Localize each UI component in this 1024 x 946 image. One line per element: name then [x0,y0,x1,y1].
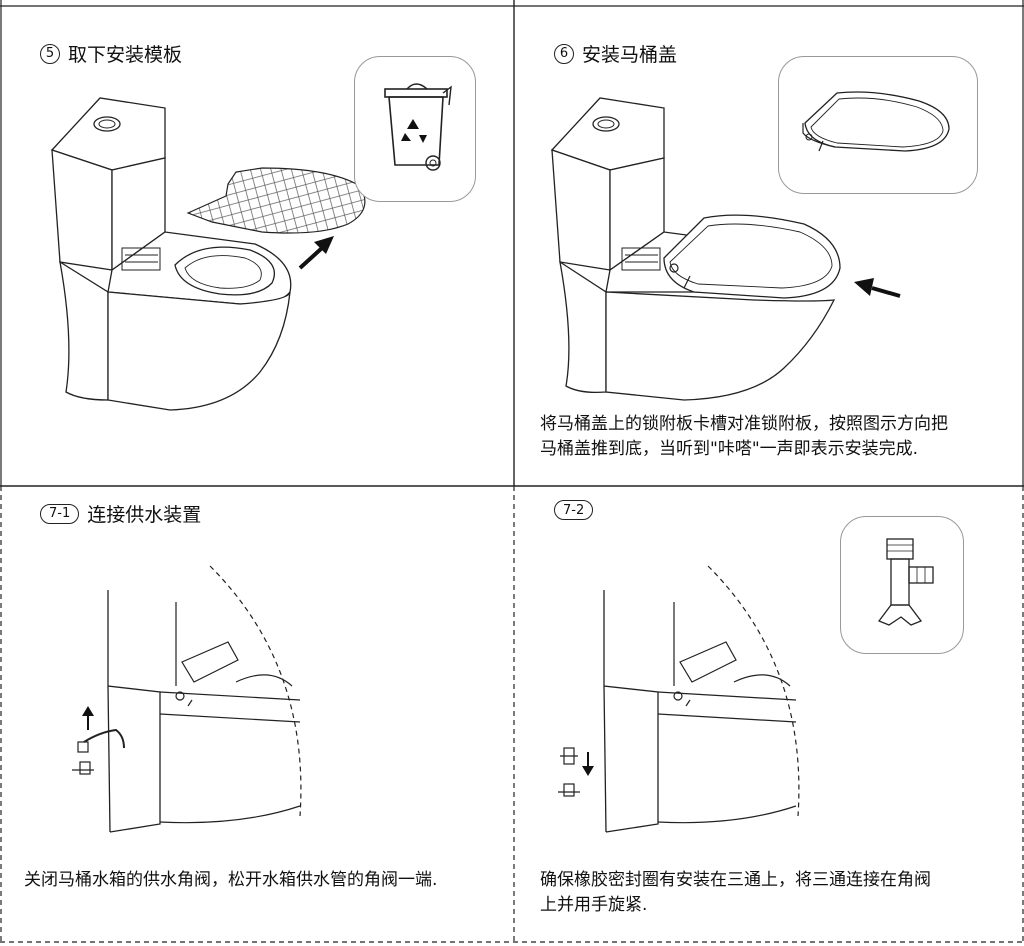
description-line: 将马桶盖上的锁附板卡槽对准锁附板，按照图示方向把 [540,414,948,434]
recycle-bin-icon [384,83,452,171]
description-line: 上并用手旋紧. [540,895,648,915]
arrow-icon [298,236,334,270]
water-supply-illustration [72,565,302,833]
step-number: 7-1 [40,503,80,524]
toilet-illustration [550,97,901,401]
step-7-1-description: 关闭马桶水箱的供水角阀，松开水箱供水管的角阀一端. [24,868,504,893]
seat-lid-inset [778,56,978,194]
step-7-2-heading: 7-2 [554,500,594,520]
arrow-icon [582,752,594,776]
step-5-heading: 5 取下安装模板 [40,40,182,67]
step-5-panel: 5 取下安装模板 [0,0,514,486]
step-title: 取下安装模板 [68,44,183,66]
arrow-icon [854,278,901,298]
step-6-heading: 6 安装马桶盖 [554,40,677,67]
toilet-illustration [50,97,366,411]
water-supply-illustration [558,565,800,833]
step-6-description: 将马桶盖上的锁附板卡槽对准锁附板，按照图示方向把 马桶盖推到底，当听到"咔嗒"一… [540,412,1010,462]
step-title: 安装马桶盖 [582,44,678,66]
step-number: 7-2 [554,500,594,520]
step-title: 连接供水装置 [87,504,202,526]
step-7-1-heading: 7-1 连接供水装置 [40,500,201,527]
description-line: 确保橡胶密封圈有安装在三通上，将三通连接在角阀 [540,870,931,890]
tee-valve-inset [840,516,964,654]
tee-valve-illustration [877,538,934,626]
step-6-panel: 6 安装马桶盖 [514,0,1024,486]
arrow-icon [82,706,94,730]
step-number: 6 [554,43,574,64]
toilet-seat-lid-illustration [802,91,950,152]
step-7-2-panel: 7-2 [514,486,1024,946]
description-line: 马桶盖推到底，当听到"咔嗒"一声即表示安装完成. [540,439,919,459]
recycle-inset [354,56,476,202]
step-7-2-description: 确保橡胶密封圈有安装在三通上，将三通连接在角阀 上并用手旋紧. [540,868,1010,918]
step-7-1-panel: 7-1 连接供水装置 关闭马桶 [0,486,514,946]
description-line: 关闭马桶水箱的供水角阀，松开水箱供水管的角阀一端. [24,870,438,890]
step-number: 5 [40,43,60,64]
